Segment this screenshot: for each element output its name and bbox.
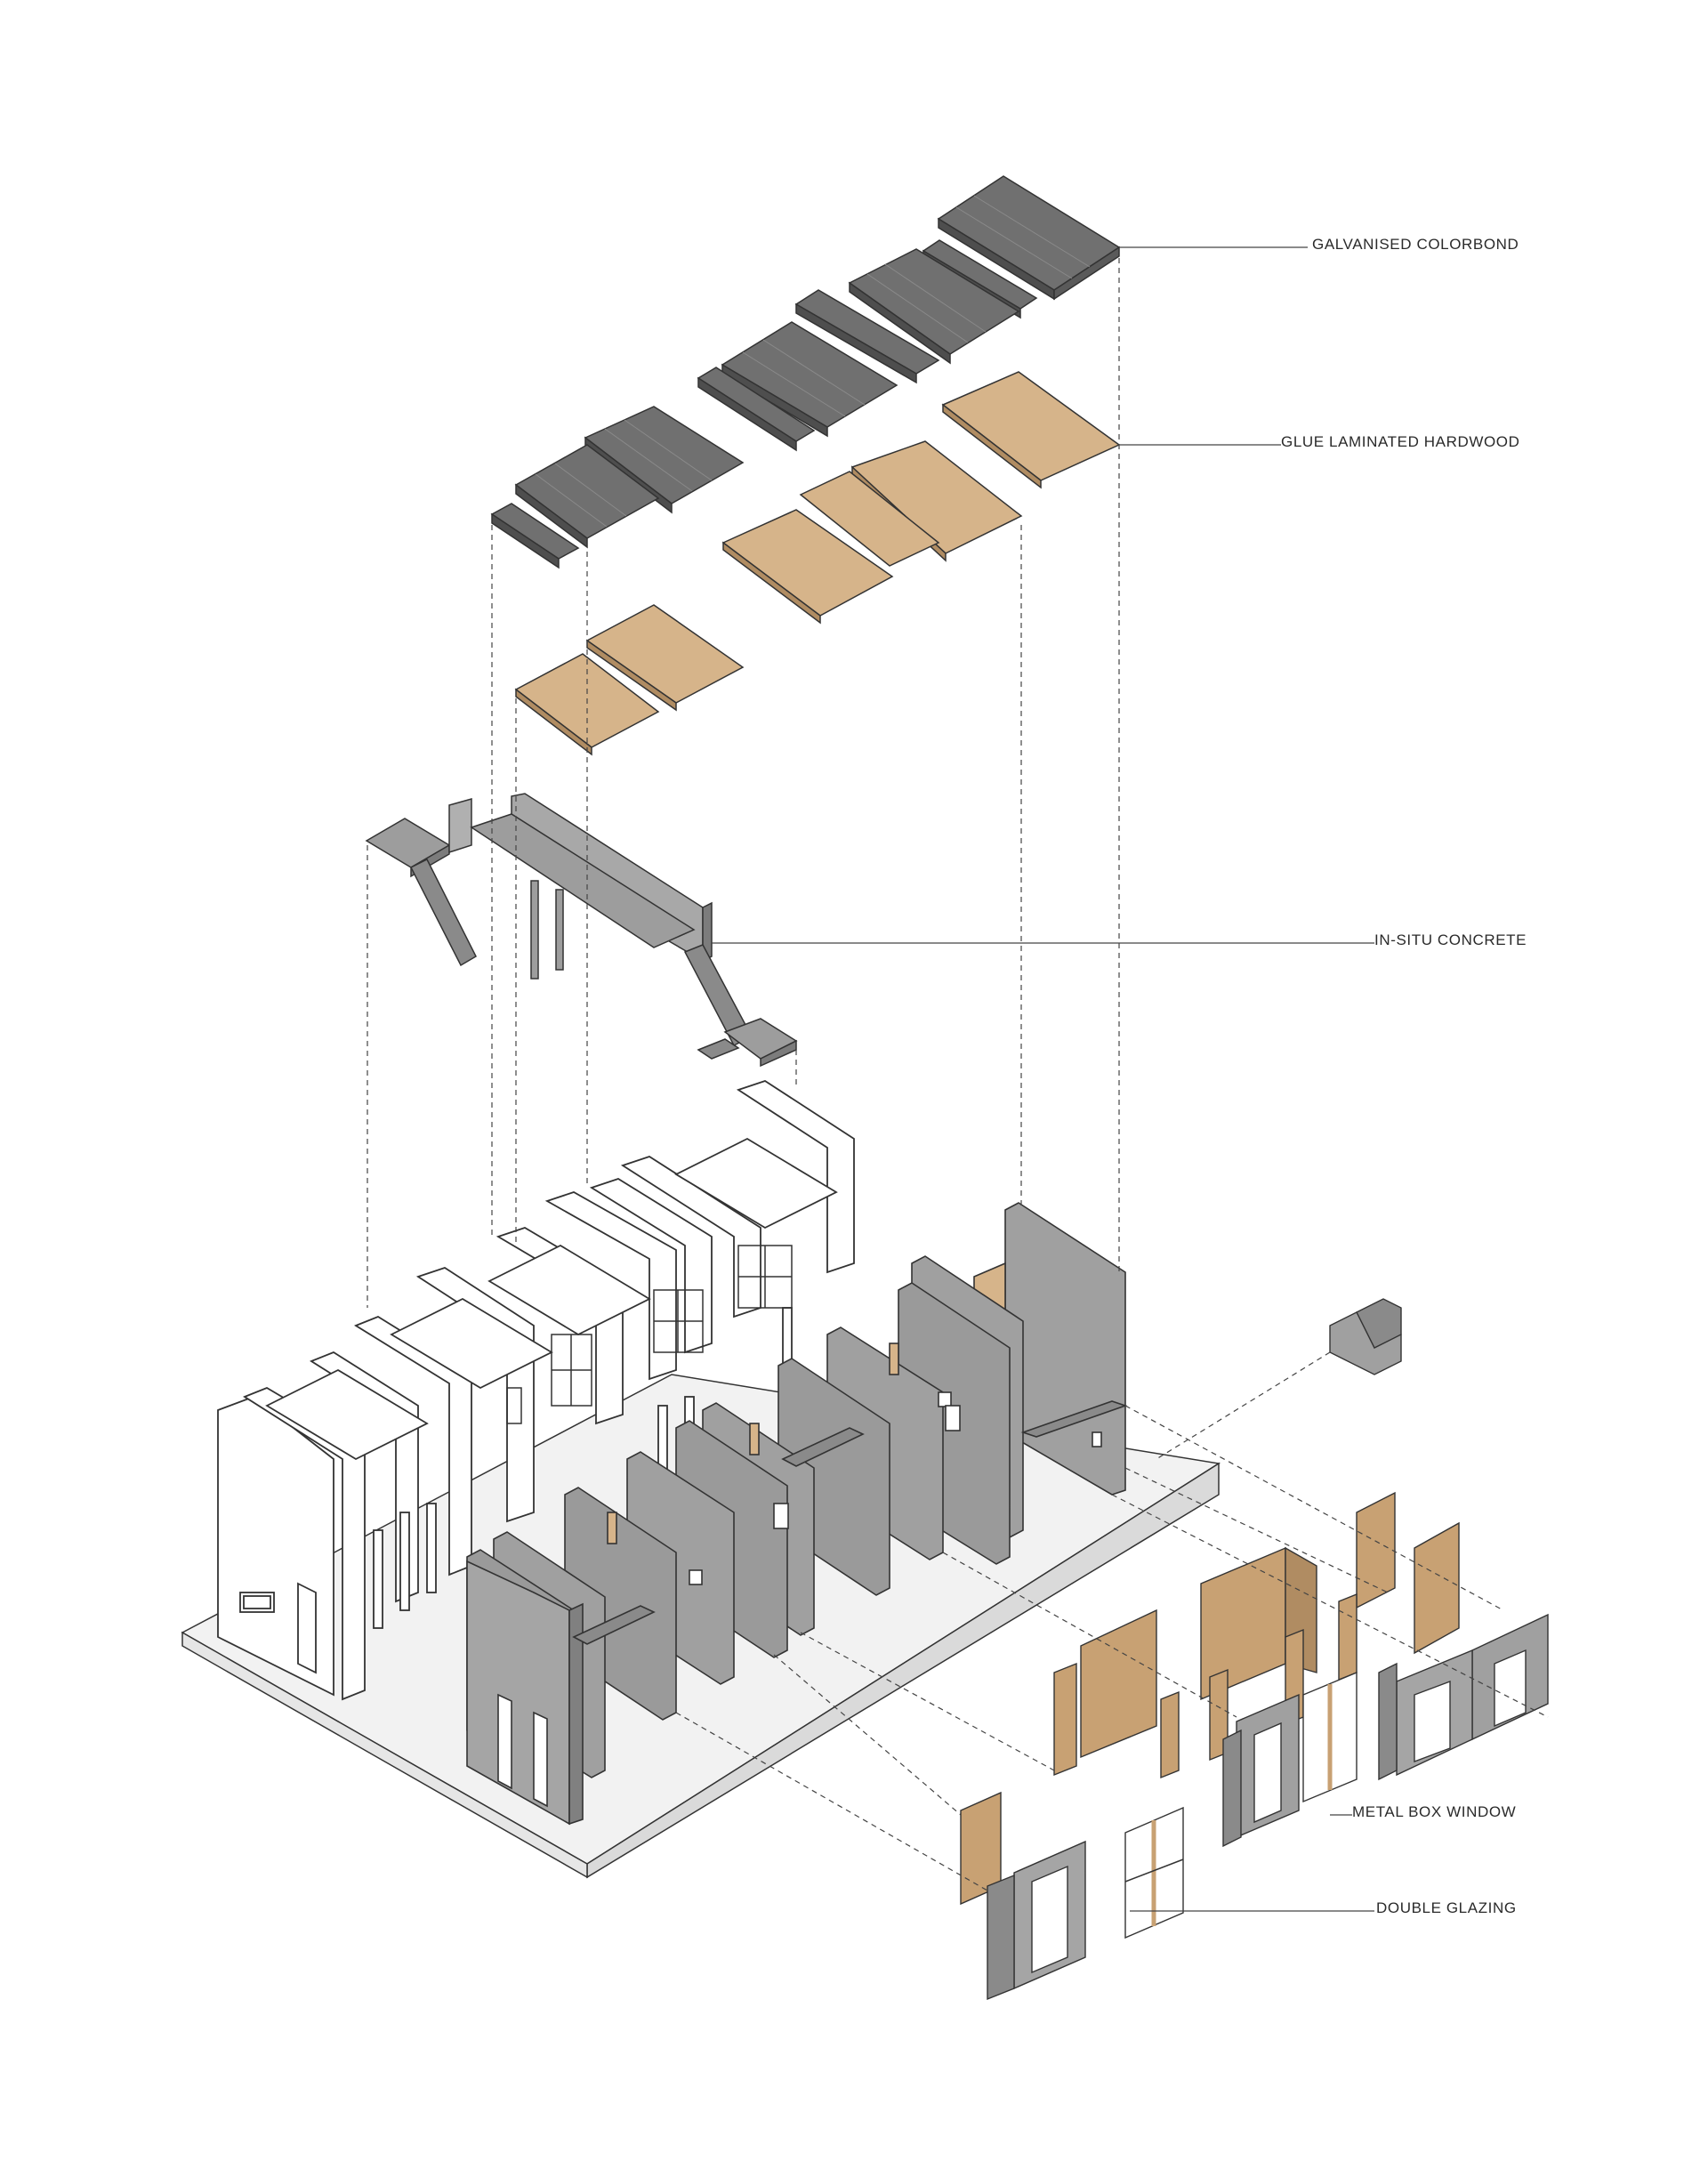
loose-components [960, 1298, 1549, 2001]
label-metal-box-window: METAL BOX WINDOW [1352, 1803, 1517, 1820]
concrete-wall-units [466, 1202, 1128, 1826]
label-in-situ-concrete: IN-SITU CONCRETE [1374, 931, 1527, 948]
timber-panels [514, 371, 1121, 756]
white-wall-units [217, 1080, 855, 1701]
label-double-glazing: DOUBLE GLAZING [1376, 1899, 1517, 1916]
label-glue-laminated-hardwood: GLUE LAMINATED HARDWOOD [1281, 433, 1520, 450]
projection-lines [367, 258, 1549, 1891]
leader-lines [712, 246, 1374, 1912]
roof-sheets [490, 175, 1121, 569]
concrete-stair-bridge [365, 793, 798, 1068]
label-galvanised-colorbond: GALVANISED COLORBOND [1312, 236, 1519, 253]
